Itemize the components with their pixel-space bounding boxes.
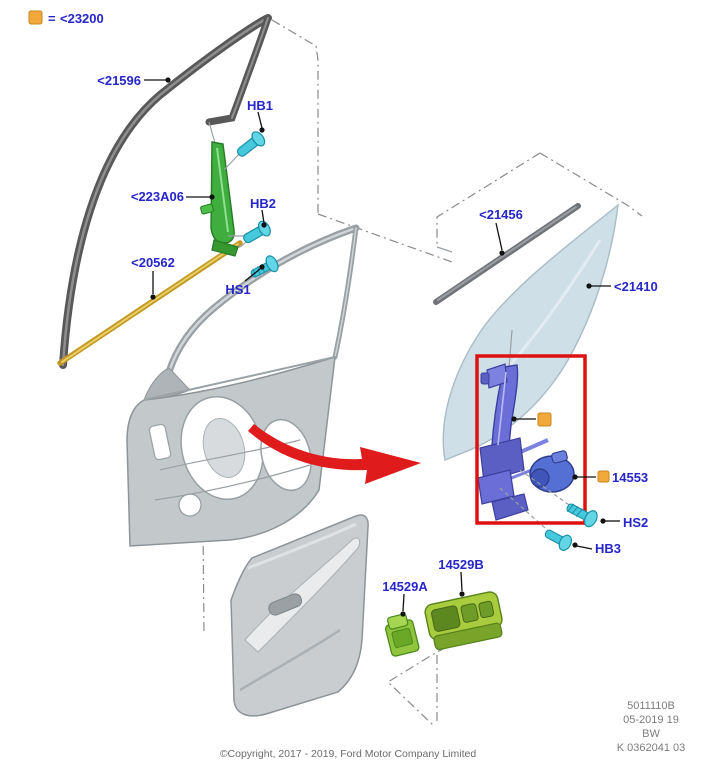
- door-frame-a-pillar-highlight: [167, 226, 358, 374]
- title-block-drawing-ref: K 0362041 03: [617, 742, 686, 754]
- door-cutout-slot: [148, 423, 172, 461]
- label-hb3: HB3: [595, 541, 621, 556]
- motor-yellow-square-icon: [597, 470, 610, 483]
- window-regulator-part: [477, 363, 575, 536]
- regulator-motor-gear: [530, 468, 550, 488]
- label-guide-rail: <223A06: [131, 189, 184, 204]
- guide-rail-tab: [200, 203, 214, 215]
- construction-line-vertical: [271, 19, 319, 215]
- label-hs2: HS2: [623, 515, 648, 530]
- glass-reference-line-right: [539, 152, 643, 217]
- label-switch-panel: 14529B: [438, 557, 484, 572]
- guide-rail-foot: [211, 239, 239, 257]
- belt-molding-part: [57, 240, 243, 366]
- door-frame-a-pillar: [165, 224, 360, 376]
- label-switch-single: 14529A: [382, 579, 428, 594]
- run-channel-rear-highlight: [231, 17, 269, 119]
- door-glass-part: [442, 203, 619, 461]
- copyright-line: ©Copyright, 2017 - 2019, Ford Motor Comp…: [220, 748, 477, 760]
- legend-yellow-square-icon: [28, 10, 43, 25]
- hs2-thread-1: [566, 503, 575, 513]
- zoom-arrow: [248, 424, 421, 484]
- title-block-date-code: 05-2019 19: [623, 714, 679, 726]
- label-motor: 14553: [612, 470, 648, 485]
- inner-weatherstrip-part: [433, 203, 581, 305]
- switch-b-recess-1: [430, 605, 461, 632]
- trim-top-highlight: [247, 522, 357, 570]
- label-run-channel: <21596: [97, 73, 141, 88]
- label-inner-weatherstrip: <21456: [479, 207, 523, 222]
- door-shell-part: [126, 224, 360, 547]
- rail-to-hb1-line: [223, 151, 242, 171]
- regulator-rail-highlight: [497, 371, 507, 446]
- switch-a-top: [387, 613, 409, 630]
- door-bottom-reference-line: [202, 526, 205, 633]
- run-channel-front-highlight: [61, 16, 270, 367]
- title-block-part-list-number: 5011110B: [627, 700, 675, 712]
- label-belt-molding: <20562: [131, 255, 175, 270]
- glass-to-regulator-line: [508, 329, 513, 369]
- regulator-motor-tab: [551, 450, 568, 464]
- belt-molding-highlight: [61, 243, 239, 363]
- window-switch-single-part: [384, 613, 420, 657]
- callout-markers: [537, 412, 610, 483]
- legend-part-number: <23200: [60, 11, 104, 26]
- door-cutout-inner: [202, 418, 246, 478]
- guide-rail-highlight: [216, 147, 229, 233]
- leader-lines: [144, 77, 620, 617]
- regulator-yellow-square-icon: [537, 412, 552, 427]
- fastener-hb3: [544, 529, 573, 551]
- door-trim-panel-part: [230, 514, 369, 717]
- weatherstrip-highlight: [437, 206, 577, 301]
- hb3-head: [558, 534, 573, 551]
- regulator-foot: [491, 493, 529, 521]
- glass-guide-rail-part: [200, 141, 249, 257]
- legend-equals: =: [48, 11, 56, 26]
- hs1-thread-2: [257, 266, 261, 276]
- hs2-assembly-axis: [519, 469, 573, 508]
- title-block: 5011110B 05-2019 19 BW K 0362041 03: [617, 700, 686, 754]
- label-hb1: HB1: [247, 98, 273, 113]
- regulator-carriage: [479, 437, 525, 483]
- door-frame-rear-highlight: [334, 227, 357, 358]
- label-hs1: HS1: [225, 282, 250, 297]
- trim-armrest: [244, 537, 361, 653]
- window-switch-panel-part: [424, 591, 503, 651]
- run-channel-to-rail-line: [208, 121, 216, 144]
- title-block-code: BW: [642, 728, 660, 740]
- fastener-hb1: [236, 131, 266, 157]
- fastener-hs1: [250, 255, 279, 278]
- label-door-glass: <21410: [614, 279, 658, 294]
- highlight-box: [475, 354, 587, 525]
- legend: = <23200: [28, 10, 104, 26]
- switch-b-base: [433, 622, 503, 651]
- switch-b-recess-2: [460, 603, 479, 623]
- construction-lines: [202, 19, 643, 728]
- hb1-head: [251, 131, 266, 147]
- trim-pocket-line: [239, 628, 341, 692]
- regulator-top-tab: [480, 372, 490, 385]
- switch-b-recess-3: [478, 600, 495, 619]
- label-hb2: HB2: [250, 196, 276, 211]
- hb3-assembly-axis: [499, 487, 554, 536]
- hs2-thread-3: [575, 508, 583, 517]
- reference-step: [436, 246, 453, 253]
- construction-line-diagonal: [317, 213, 453, 263]
- hs2-thread-2: [571, 505, 579, 515]
- window-run-channel-part: [59, 14, 272, 369]
- door-rib-line-2: [154, 464, 311, 501]
- trim-grab-handle: [268, 593, 303, 616]
- glass-reference-line-left: [436, 152, 541, 247]
- fastener-hs2: [566, 503, 598, 528]
- hs1-head: [265, 255, 279, 273]
- door-cutout-small: [178, 493, 202, 517]
- hs2-head: [583, 510, 598, 528]
- door-belt-line: [143, 356, 336, 401]
- glass-pane: [442, 203, 619, 461]
- glass-sheen: [508, 239, 602, 366]
- part-labels: <21596 HB1 <223A06 HB2 <20562 HS1 <21456…: [97, 73, 658, 594]
- switch-a-face: [391, 627, 413, 648]
